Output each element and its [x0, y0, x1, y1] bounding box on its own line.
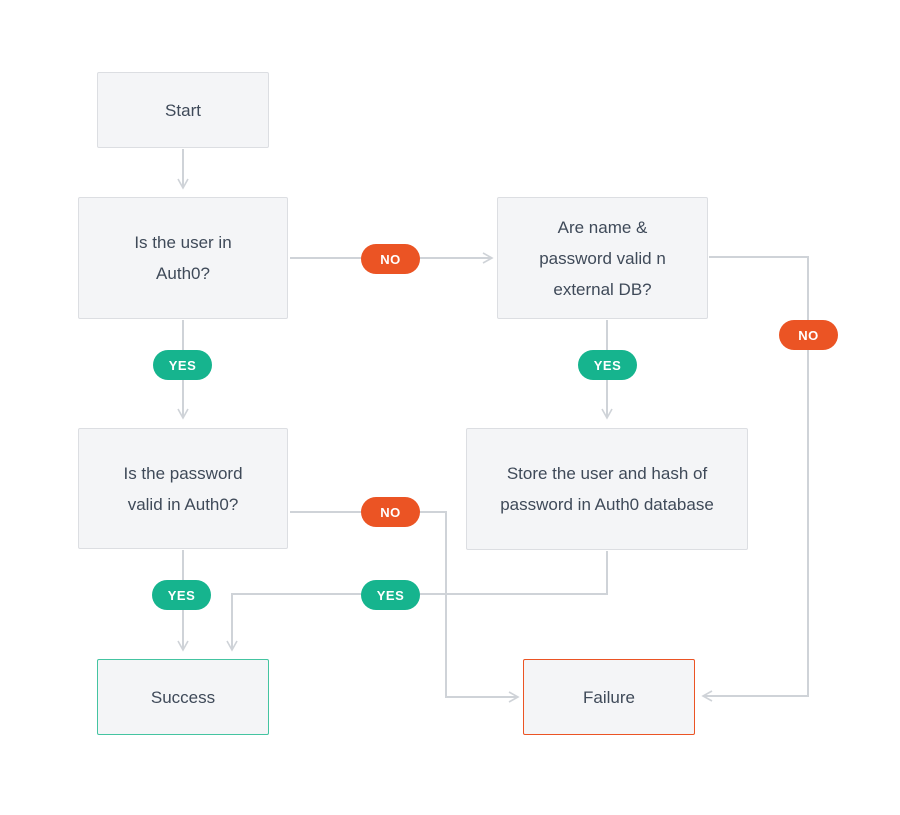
yes-badge-external-db: YES — [578, 350, 637, 380]
no-badge-password: NO — [361, 497, 420, 527]
decision-user-in-auth0: Is the user in Auth0? — [78, 197, 288, 319]
start-node: Start — [97, 72, 269, 148]
yes-badge-password: YES — [152, 580, 211, 610]
connector-store-yes — [226, 551, 608, 652]
yes-badge-store-user: YES — [361, 580, 420, 610]
connector-external-db-no — [701, 256, 809, 702]
decision-password-valid: Is the password valid in Auth0? — [78, 428, 288, 549]
step-store-user: Store the user and hash of password in A… — [466, 428, 748, 550]
decision-external-db-valid: Are name & password valid n external DB? — [497, 197, 708, 319]
no-badge-in-auth0: NO — [361, 244, 420, 274]
success-node: Success — [97, 659, 269, 735]
yes-badge-in-auth0: YES — [153, 350, 212, 380]
no-badge-external-db: NO — [779, 320, 838, 350]
failure-node: Failure — [523, 659, 695, 735]
